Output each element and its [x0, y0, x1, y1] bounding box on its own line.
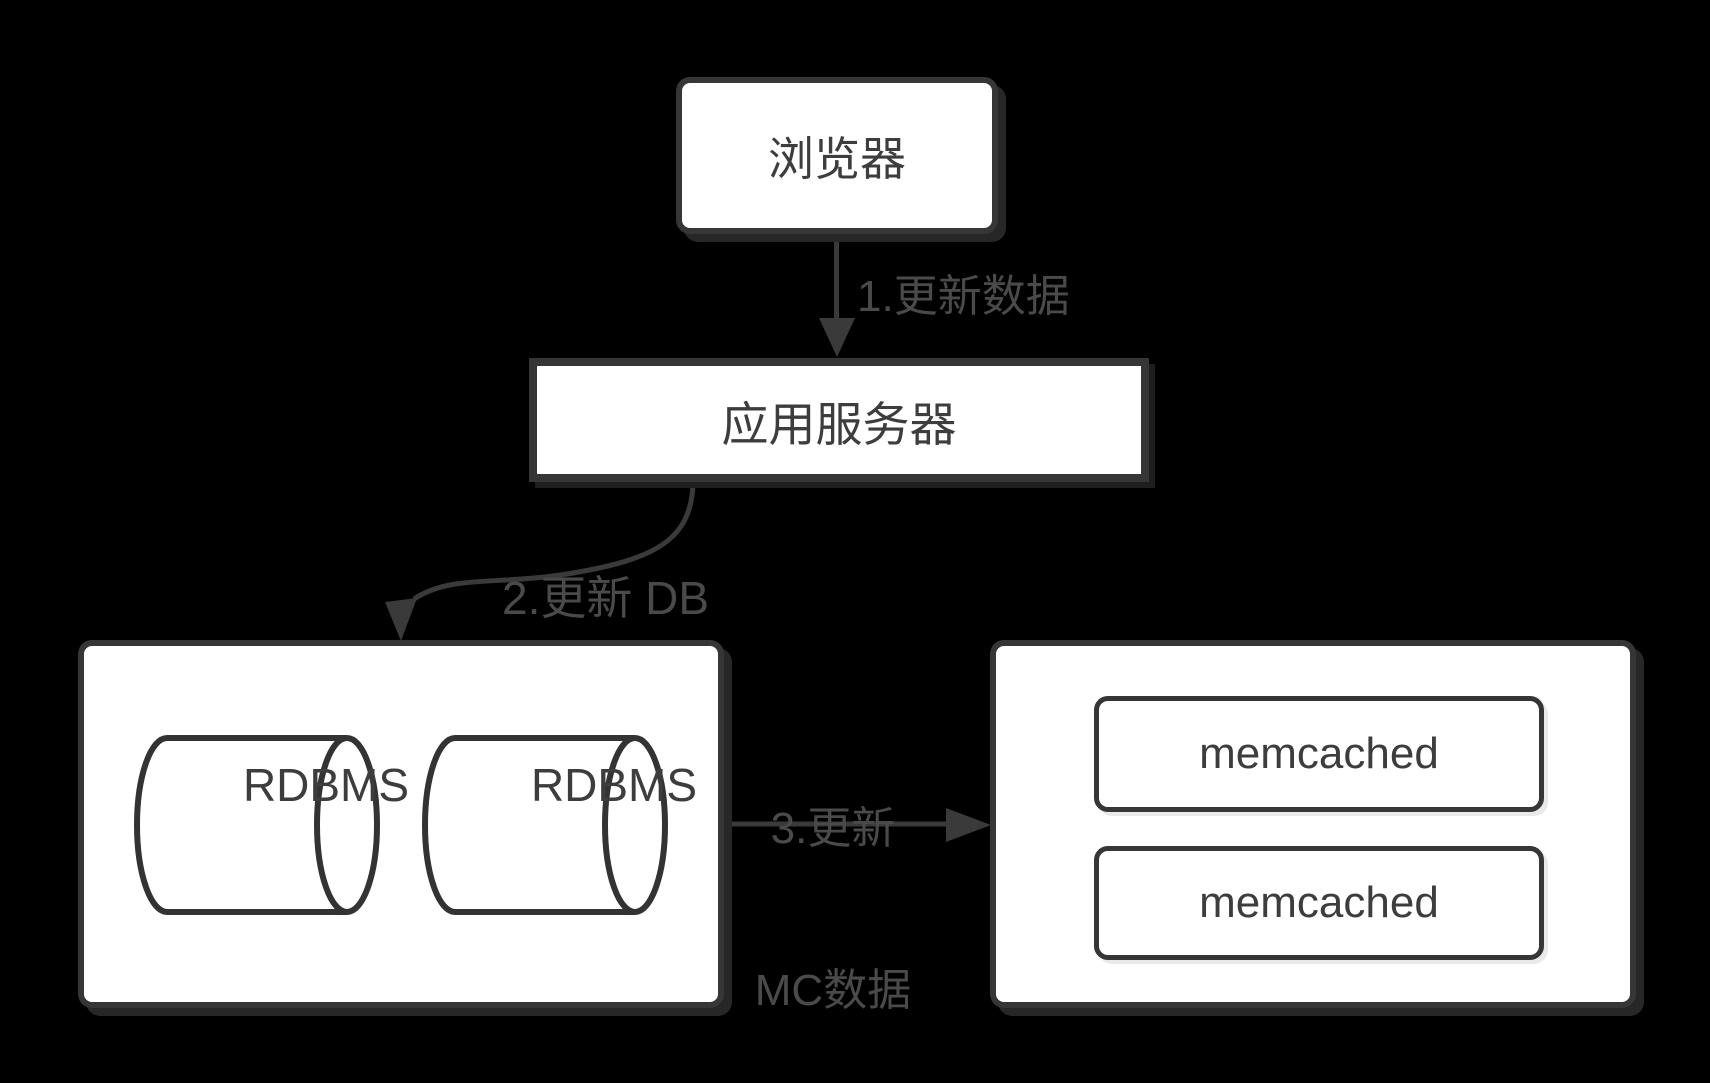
- edge-2-label: 2.更新 DB: [502, 572, 710, 624]
- edge-3-label-line2: MC数据: [754, 966, 912, 1015]
- rdbms-node-label: RDBMS: [530, 759, 698, 811]
- edge-3-label-line1: 3.更新: [770, 804, 896, 853]
- rdbms-cluster-box: RDBMS RDBMS: [78, 640, 724, 1008]
- edge-3-arrowhead-icon: [946, 808, 991, 842]
- rdbms-cylinders-graphic: [134, 735, 668, 915]
- memcached-cluster-box: memcached memcached: [990, 640, 1636, 1008]
- edge-1-label: 1.更新数据: [857, 272, 1070, 321]
- edge-1-arrowhead-icon: [819, 318, 855, 357]
- app-server-node-label: 应用服务器: [721, 397, 957, 451]
- app-server-node: 应用服务器: [529, 358, 1149, 482]
- browser-node: 浏览器: [676, 77, 998, 234]
- edge-2-arrowhead-icon: [385, 598, 417, 641]
- database-cylinder-icon: [422, 735, 668, 915]
- browser-node-label: 浏览器: [768, 132, 906, 185]
- memcached-node: memcached: [1094, 846, 1544, 960]
- edge-3-label: 3.更新 MC数据: [718, 694, 948, 1083]
- database-cylinder-icon: [134, 735, 380, 915]
- memcached-node: memcached: [1094, 696, 1544, 812]
- memcached-node-label: memcached: [1199, 729, 1439, 778]
- memcached-node-label: memcached: [1199, 878, 1439, 927]
- rdbms-node-label: RDBMS: [242, 759, 410, 811]
